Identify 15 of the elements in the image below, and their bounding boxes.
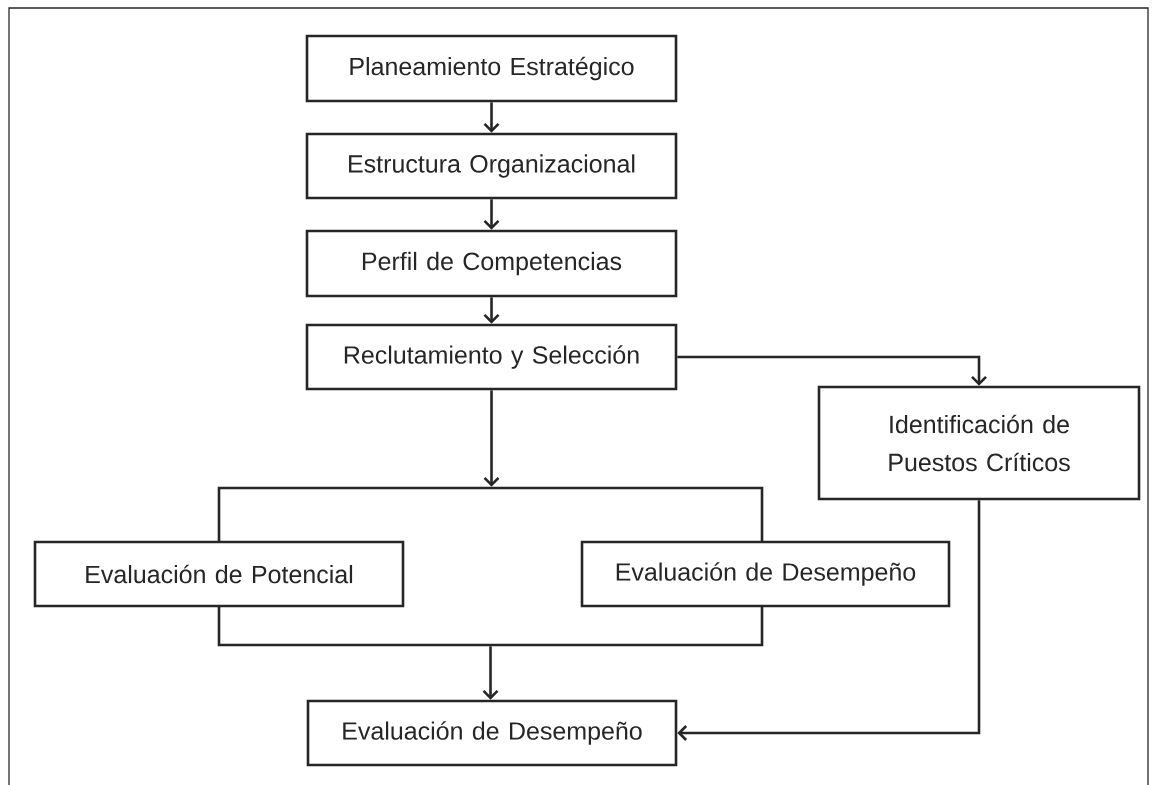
process-box: Identificación de Puestos Críticos: [817, 385, 1141, 501]
arrow: [677, 355, 987, 386]
process-box: Perfil de Competencias: [305, 229, 678, 298]
process-box: Evaluación de Desempeño: [580, 540, 951, 608]
process-box: Estructura Organizacional: [305, 132, 678, 200]
arrow: [483, 297, 500, 324]
arrow: [482, 646, 499, 700]
arrow: [483, 102, 500, 133]
process-box: Evaluación de Desempeño: [306, 699, 678, 767]
process-box: Reclutamiento y Selección: [305, 323, 678, 391]
arrow: [483, 199, 500, 230]
process-box: Evaluación de Potencial: [33, 540, 405, 608]
process-box: Planeamiento Estratégico: [305, 34, 678, 103]
arrow: [483, 390, 500, 487]
arrow: [677, 500, 981, 741]
